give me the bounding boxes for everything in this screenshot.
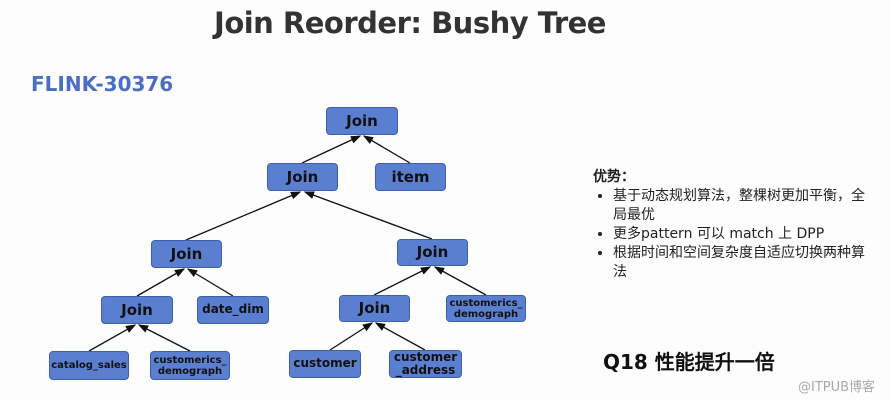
edge: [301, 135, 362, 164]
node-catalog-sales: catalog_sales: [49, 351, 129, 380]
edge: [433, 266, 487, 296]
node-root-join: Join: [326, 107, 398, 135]
edge: [136, 268, 186, 297]
edge: [137, 324, 191, 352]
edge: [88, 324, 137, 352]
node-join-l3-left: Join: [101, 296, 173, 324]
edge: [329, 322, 374, 351]
edge: [186, 268, 234, 297]
node-customerics-demograph-left: customerics_ demograph: [150, 351, 230, 380]
edge: [303, 191, 433, 240]
advantage-item: 根据时间和空间复杂度自适应切换两种算法: [613, 244, 873, 282]
advantages-list: 基于动态规划算法，整棵树更加平衡，全局最优 更多pattern 可以 match…: [593, 187, 873, 282]
edge: [362, 135, 411, 164]
node-customerics-demograph-right: customerics_ demograph: [446, 295, 526, 322]
performance-note: Q18 性能提升一倍: [603, 350, 775, 374]
watermark: @ITPUB博客: [798, 380, 876, 395]
edge: [374, 322, 426, 351]
ticket-id: FLINK-30376: [31, 72, 174, 96]
node-customer: customer: [289, 350, 361, 378]
edge: [185, 191, 302, 241]
node-join-l1: Join: [267, 163, 338, 191]
node-date-dim: date_dim: [197, 296, 269, 324]
node-join-l2-right: Join: [397, 239, 468, 266]
advantage-item: 基于动态规划算法，整棵树更加平衡，全局最优: [613, 187, 873, 225]
edge: [373, 266, 432, 296]
node-customer-address: customer _address: [389, 350, 462, 378]
node-join-l2-left: Join: [151, 240, 222, 268]
node-join-l3-right: Join: [339, 295, 410, 322]
advantage-item: 更多pattern 可以 match 上 DPP: [613, 225, 873, 244]
slide-title: Join Reorder: Bushy Tree: [214, 6, 606, 40]
node-item: item: [375, 163, 446, 191]
advantages: 优势： 基于动态规划算法，整棵树更加平衡，全局最优 更多pattern 可以 m…: [593, 168, 873, 282]
advantages-heading: 优势：: [593, 169, 635, 185]
